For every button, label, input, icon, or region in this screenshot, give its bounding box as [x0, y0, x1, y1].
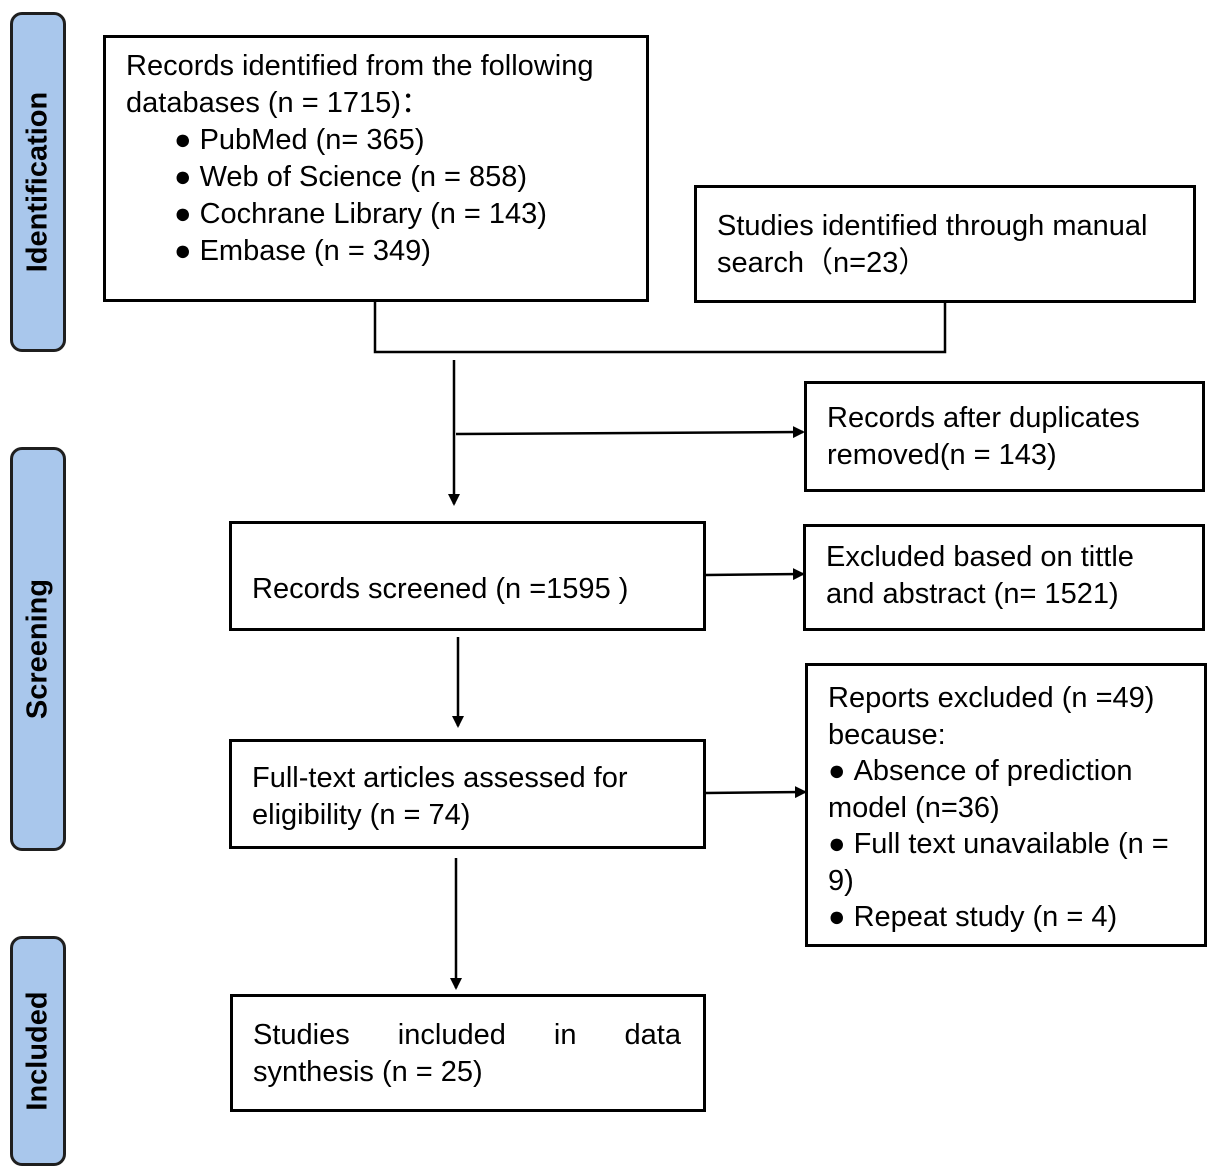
reason-repeat-study: Repeat study (n = 4): [828, 899, 1194, 936]
reports-excluded-list: Absence of prediction model (n=36) Full …: [828, 753, 1194, 936]
database-item-web-of-science: Web of Science (n = 858): [174, 159, 628, 196]
arrow-to-reports-excluded: [705, 786, 807, 799]
included-box: Studies included in data synthesis (n = …: [230, 994, 706, 1112]
records-screened-text: Records screened (n =1595 ): [252, 573, 629, 605]
arrow-to-excluded-title: [705, 568, 805, 581]
databases-list: PubMed (n= 365) Web of Science (n = 858)…: [126, 122, 628, 270]
fulltext-text: Full-text articles assessed for eligibil…: [252, 762, 628, 831]
stage-screening: Screening: [10, 447, 66, 851]
databases-box: Records identified from the following da…: [103, 35, 649, 302]
reason-no-prediction-model: Absence of prediction model (n=36): [828, 753, 1194, 826]
reports-excluded-box: Reports excluded (n =49) because: Absenc…: [805, 663, 1207, 947]
duplicates-box: Records after duplicates removed(n = 143…: [804, 381, 1205, 492]
database-item-pubmed: PubMed (n= 365): [174, 122, 628, 159]
duplicates-text: Records after duplicates removed(n = 143…: [827, 402, 1140, 471]
reports-excluded-intro: Reports excluded (n =49) because:: [828, 682, 1155, 751]
records-screened-box: Records screened (n =1595 ): [229, 521, 706, 631]
merge-bracket: [373, 301, 947, 354]
stage-included: Included: [10, 936, 66, 1166]
databases-intro: Records identified from the following da…: [126, 50, 594, 119]
stage-identification: Identification: [10, 12, 66, 352]
included-text: Studies included in data synthesis (n = …: [253, 1019, 681, 1088]
excluded-title-text: Excluded based on tittle and abstract (n…: [826, 541, 1134, 610]
arrow-to-duplicates: [455, 426, 805, 439]
fulltext-box: Full-text articles assessed for eligibil…: [229, 739, 706, 849]
database-item-cochrane: Cochrane Library (n = 143): [174, 196, 628, 233]
manual-search-box: Studies identified through manual search…: [694, 185, 1196, 303]
database-item-embase: Embase (n = 349): [174, 233, 628, 270]
reason-full-text-unavailable: Full text unavailable (n = 9): [828, 826, 1194, 899]
excluded-title-box: Excluded based on tittle and abstract (n…: [803, 524, 1205, 631]
manual-search-text: Studies identified through manual search…: [717, 210, 1148, 279]
